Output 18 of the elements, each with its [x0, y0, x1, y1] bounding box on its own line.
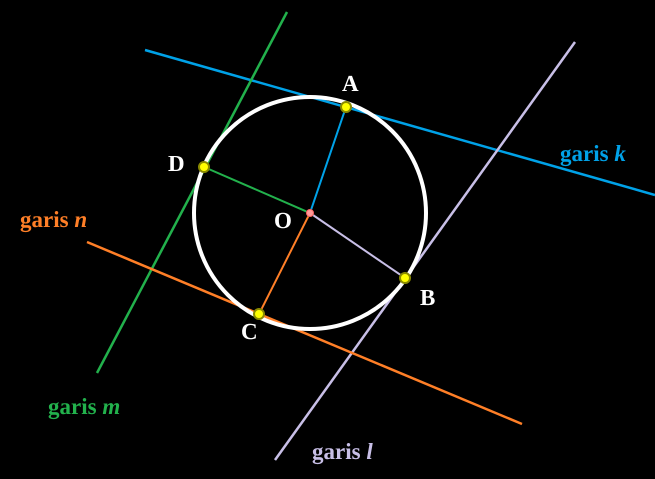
- point-label: O: [274, 209, 292, 232]
- point-label: C: [241, 320, 258, 343]
- radius-line: [310, 112, 346, 210]
- point-label: B: [420, 286, 436, 309]
- radius-line: [260, 216, 310, 310]
- radius-line: [312, 214, 401, 276]
- radius-line: [209, 168, 307, 212]
- line-label: garis m: [48, 395, 120, 418]
- line-label: garis l: [312, 440, 373, 463]
- line-label: garis k: [560, 142, 626, 165]
- point-marker: [306, 209, 314, 217]
- point-marker: [340, 101, 352, 113]
- point-label: D: [168, 152, 185, 175]
- point-marker: [253, 308, 265, 320]
- line-label: garis n: [20, 208, 88, 231]
- point-label: A: [342, 72, 359, 95]
- point-marker: [198, 161, 210, 173]
- point-marker: [399, 272, 411, 284]
